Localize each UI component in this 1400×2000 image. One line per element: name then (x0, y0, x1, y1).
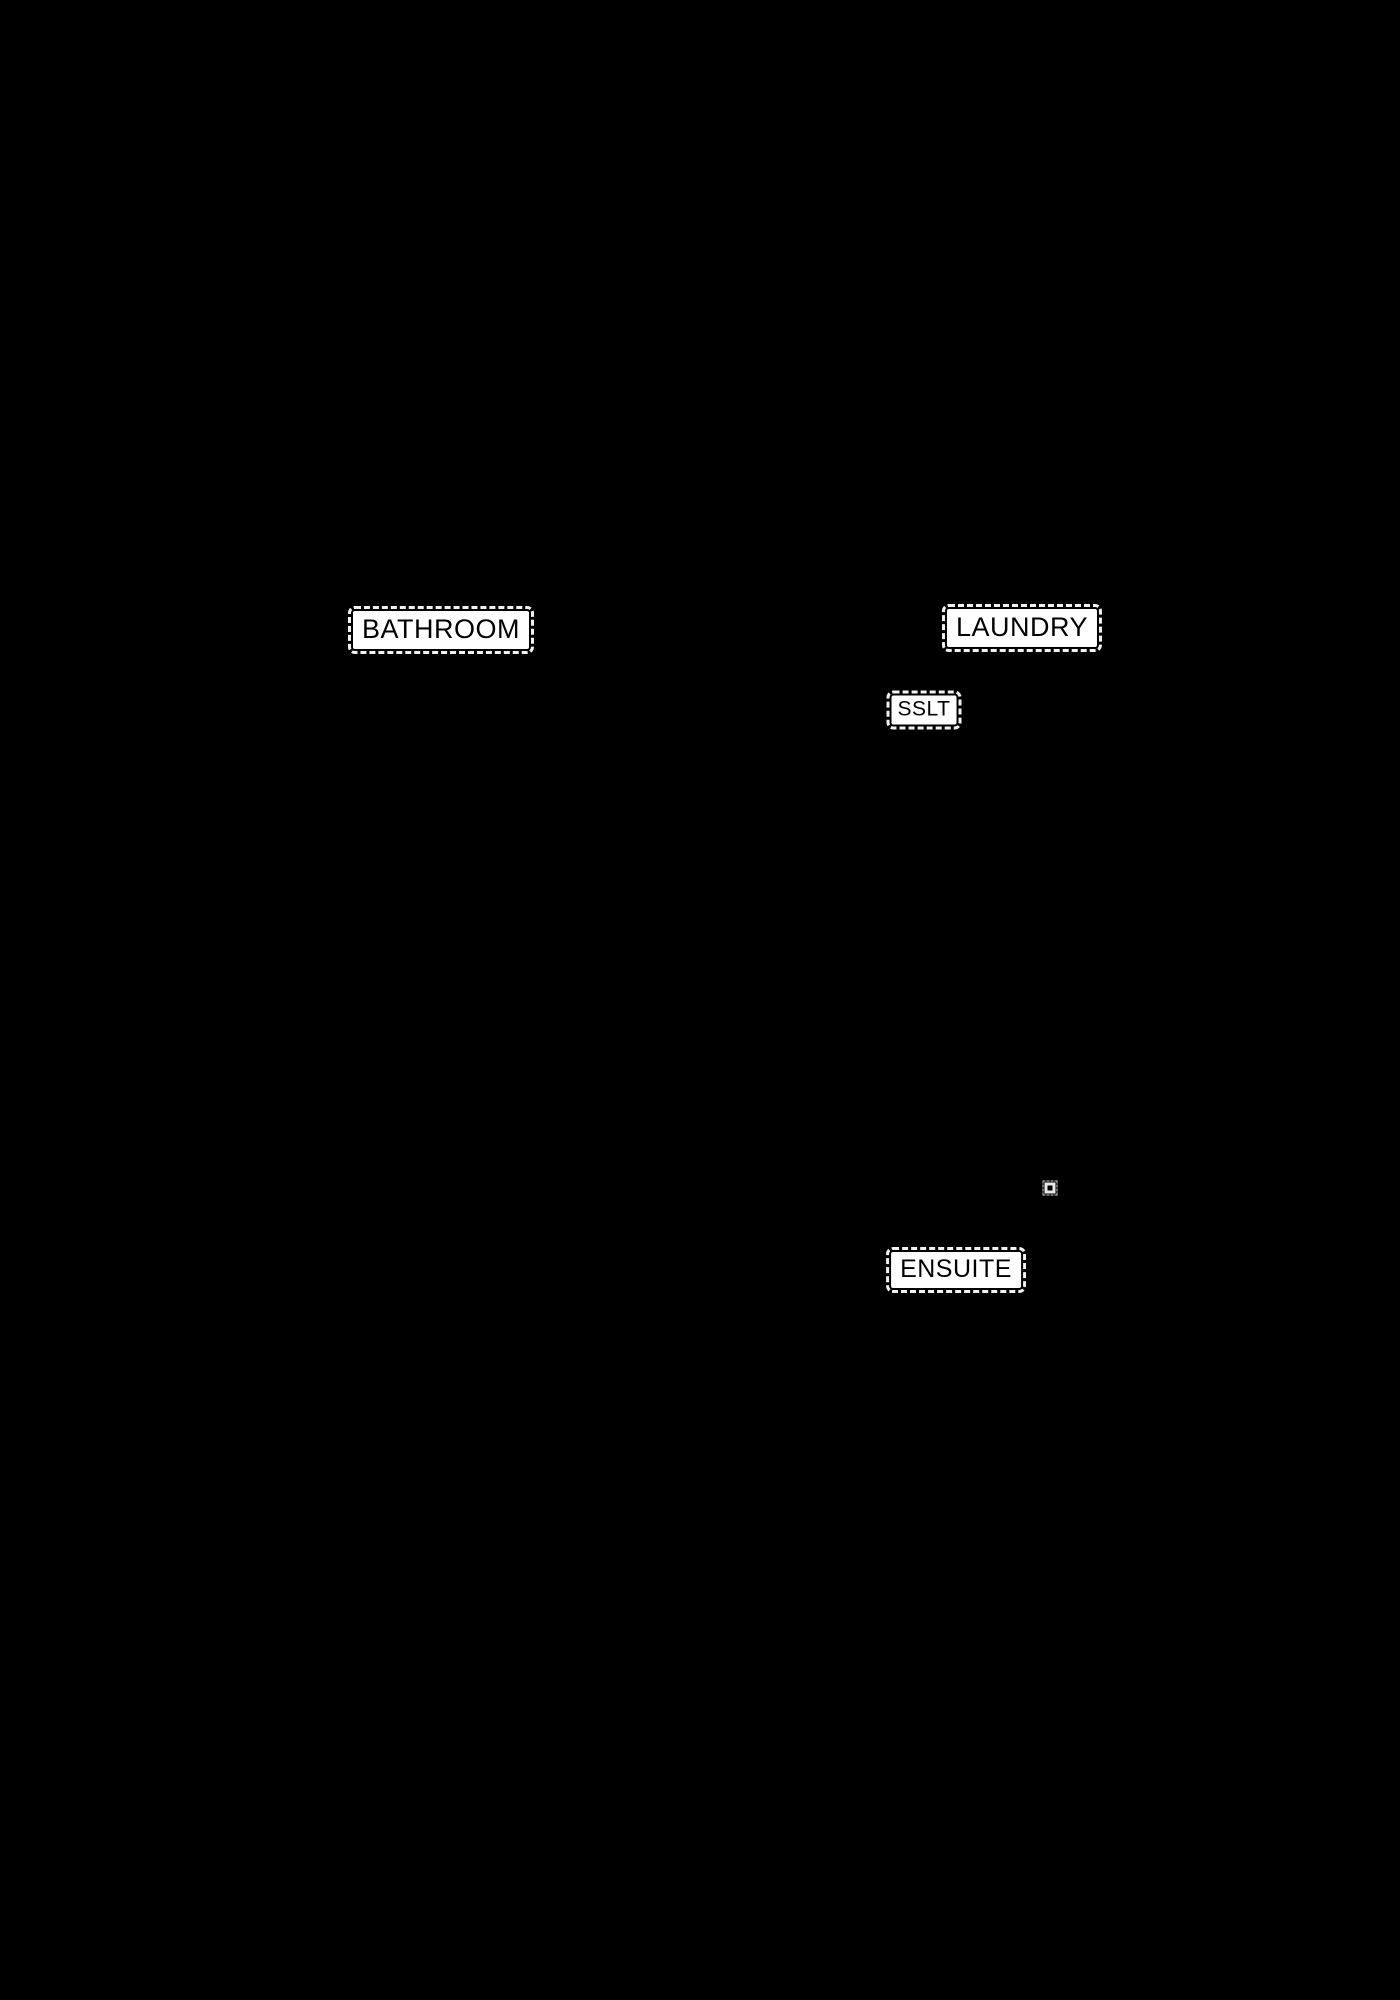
room-label-ensuite: ENSUITE (886, 1247, 1026, 1293)
room-label-bathroom: BATHROOM (348, 606, 534, 654)
room-label-sslt: SSLT (886, 690, 962, 730)
room-label-laundry: LAUNDRY (941, 604, 1103, 652)
fixture-marker-icon (1042, 1180, 1058, 1196)
